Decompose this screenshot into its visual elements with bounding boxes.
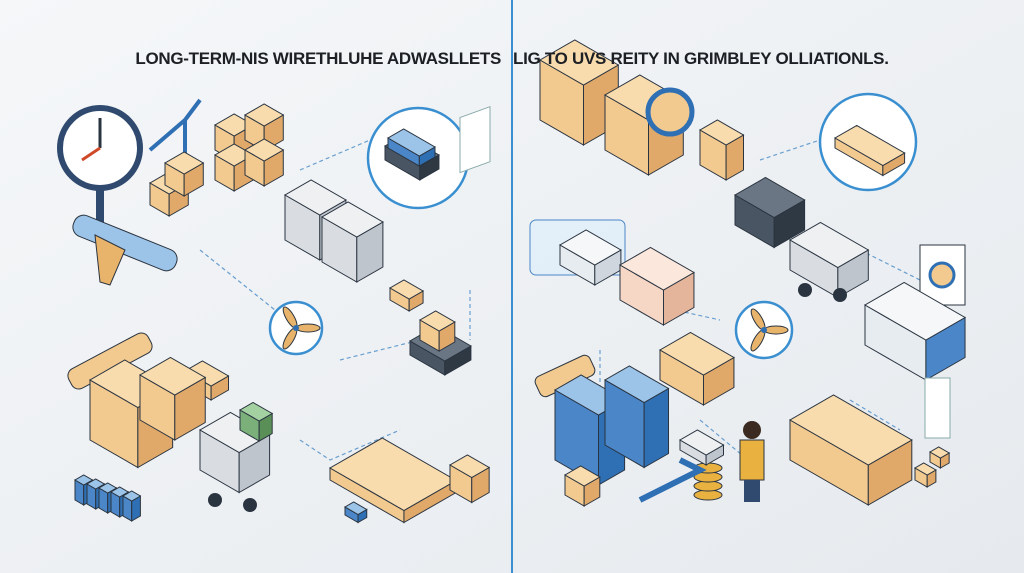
box-face — [563, 465, 601, 487]
box-face — [386, 128, 436, 157]
box-face — [97, 482, 118, 494]
glass-panel — [459, 105, 491, 174]
glass-panel — [924, 377, 951, 439]
box-face — [73, 474, 94, 486]
wheel — [833, 288, 847, 302]
clock-stand — [96, 188, 104, 233]
fan-hub — [293, 325, 299, 331]
worker-legs — [744, 480, 760, 502]
box-face — [138, 356, 207, 396]
box-face — [788, 394, 913, 466]
rail-icon — [638, 457, 707, 503]
box-face — [109, 486, 130, 498]
clock-hand — [81, 146, 101, 162]
box-face — [283, 179, 347, 216]
conveyor-machine-icon — [386, 128, 436, 167]
wheel — [798, 283, 812, 297]
screen-graphic — [928, 261, 956, 289]
box-face — [163, 151, 205, 175]
fan-hub — [761, 327, 767, 333]
fan-blade — [295, 323, 321, 333]
tape-roll-icon — [645, 87, 695, 137]
box-face — [928, 446, 951, 459]
tag-icon — [343, 501, 368, 524]
pallet-icon — [833, 124, 906, 177]
small-box-icon — [928, 446, 951, 469]
van-icon — [733, 176, 806, 249]
box-face — [618, 246, 695, 291]
pallet-icon — [328, 437, 458, 524]
machine-icon — [558, 229, 622, 286]
box-face — [538, 39, 620, 86]
box-face — [863, 281, 967, 341]
building-shelf-icon — [603, 365, 670, 469]
box-face — [913, 462, 937, 476]
box-face — [448, 454, 491, 479]
box-icon — [563, 465, 601, 507]
box-icon — [163, 151, 205, 197]
box-face — [418, 310, 456, 332]
box-face — [243, 103, 285, 127]
conveyor-box-icon — [658, 331, 735, 406]
wheel — [208, 493, 222, 507]
title-left: LONG-TERM-NIS WIRETHLUHE ADWASLLETS — [135, 49, 502, 68]
box-face — [603, 365, 670, 404]
box-face — [243, 138, 285, 162]
box-face — [833, 124, 906, 167]
forklift-seat — [238, 401, 274, 442]
box-face — [121, 490, 142, 502]
worker-icon — [739, 439, 765, 481]
worker-head — [743, 421, 761, 439]
page-title: LONG-TERM-NIS WIRETHLUHE ADWASLLETS LIG T… — [0, 49, 1024, 69]
box-face — [733, 176, 806, 219]
box-face — [788, 221, 870, 269]
sorting-machine-icon — [618, 246, 695, 326]
box-pallet-icon — [788, 394, 913, 506]
box-face — [343, 501, 368, 516]
box-face — [238, 401, 274, 422]
truck-icon — [788, 221, 870, 299]
box-icon — [448, 454, 491, 504]
title-right: LIG TO UVS REITY IN GRIMBLEY OLLIATIONLS… — [513, 49, 889, 68]
wheel — [243, 498, 257, 512]
box-face — [85, 478, 106, 490]
bottle-icon — [121, 490, 142, 522]
cart-icon — [678, 429, 725, 466]
forklift-icon — [198, 411, 271, 494]
box-face — [388, 279, 425, 300]
box-face — [658, 331, 735, 376]
box-stack-icon — [698, 119, 745, 181]
printer-machine-icon — [863, 281, 967, 381]
crate-stack-icon — [138, 356, 207, 441]
box-face — [678, 429, 725, 456]
storage-block-icon — [320, 201, 384, 283]
tray-icon — [388, 279, 425, 312]
small-box-icon — [913, 462, 937, 488]
box-face — [698, 119, 745, 146]
box-icon — [418, 310, 456, 352]
box-face — [558, 229, 622, 266]
box-face — [320, 201, 384, 238]
fan-blade — [763, 325, 789, 335]
scanner-icon — [94, 234, 126, 286]
box-icon — [243, 138, 285, 187]
